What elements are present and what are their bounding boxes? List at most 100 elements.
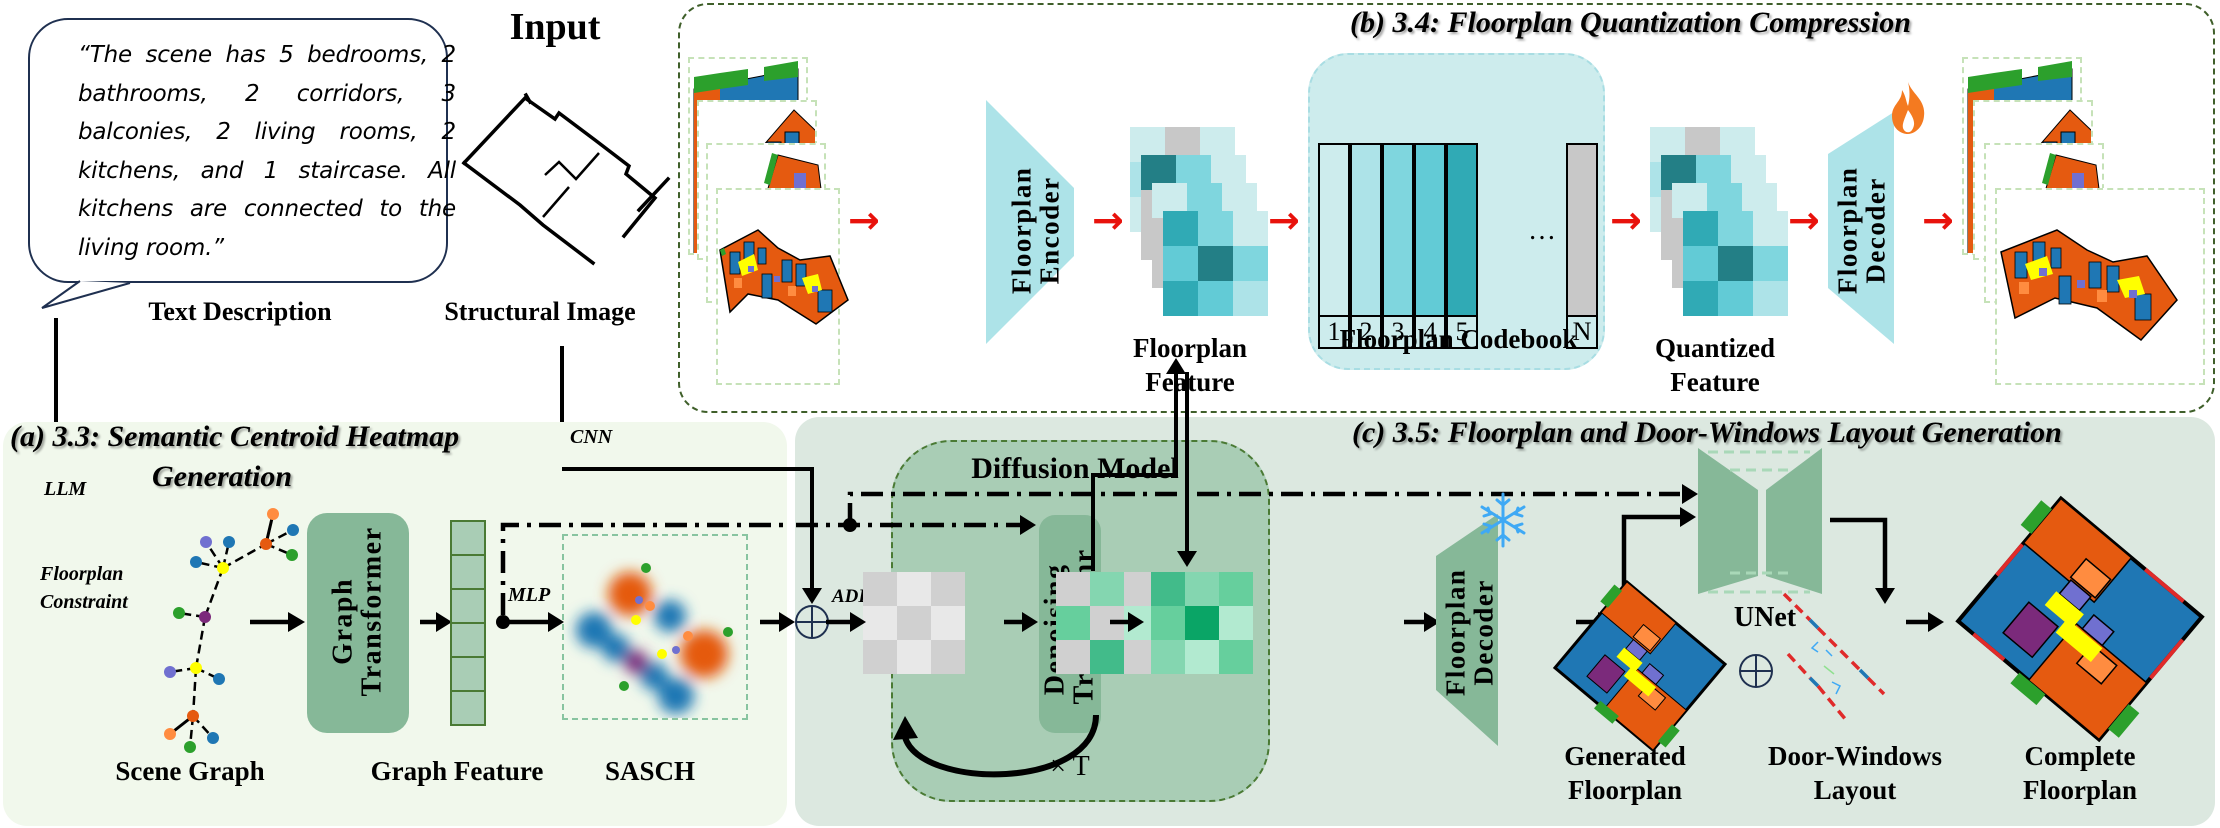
doorwin-line2: Layout [1813, 774, 1897, 805]
grid-cell [1151, 606, 1185, 640]
frozen-decoder-shape [1436, 514, 1498, 746]
grid-cell [1683, 281, 1718, 316]
snowflake-icon [1480, 492, 1526, 548]
door-windows-layout [1782, 592, 1886, 722]
grid-cell [897, 606, 931, 640]
sasch-heatmap [562, 534, 748, 720]
add-operator-icon [795, 605, 829, 639]
feature-label-line1: Floorplan [1132, 333, 1247, 363]
frozen-decoder-label: Floorplan Decoder [1440, 552, 1499, 712]
denoised-grid-3x3 [1056, 572, 1158, 674]
grid-cell [1198, 281, 1233, 316]
graph-feature-cell [452, 624, 484, 658]
complete-line2: Floorplan [2022, 774, 2137, 805]
floorplan-constraint-label: Floorplan Constraint [40, 560, 128, 616]
grid-cell [1753, 246, 1788, 281]
flow-arrow: → [1788, 198, 1820, 242]
frozen-decoder-line1: Floorplan [1440, 568, 1471, 697]
panel-b-title: (b) 3.4: Floorplan Quantization Compress… [1350, 6, 1911, 39]
grid-cell [1151, 640, 1185, 674]
codebook-label: Floorplan Codebook [1339, 324, 1578, 354]
codebook-entry: 1 [1318, 143, 1350, 349]
fire-icon [1892, 82, 1925, 134]
generated-floorplan-label: Generated Floorplan [1540, 740, 1710, 808]
floorplan-card [1995, 188, 2205, 385]
input-title: Input [509, 6, 601, 48]
grid-cell [863, 606, 897, 640]
complete-floorplan [1955, 495, 2205, 743]
codebook-entry: N [1566, 143, 1598, 349]
unet-shape [1698, 448, 1822, 594]
grid-cell [1090, 572, 1124, 606]
grid-cell [1683, 211, 1718, 246]
unet-label: UNet [1733, 602, 1797, 633]
grid-cell [931, 606, 965, 640]
generated-line2: Floorplan [1567, 774, 1682, 805]
grid-cell [1163, 211, 1198, 246]
grid-cell [1185, 572, 1219, 606]
grid-cell [1233, 281, 1268, 316]
llm-label: LLM [44, 478, 87, 500]
add-label: ADD [832, 586, 873, 607]
grid-cell [1185, 640, 1219, 674]
grid-cell [897, 640, 931, 674]
graph-feature-cell [452, 692, 484, 726]
text-description-label: Text Description [148, 297, 332, 326]
grid-cell [1233, 211, 1268, 246]
doorwin-line1: Door-Windows [1767, 741, 1943, 771]
graph-feature-cell [452, 556, 484, 590]
text-description-bubble: “The scene has 5 bedrooms, 2 bathrooms, … [28, 18, 456, 283]
diffusion-model-title: Diffusion Model [971, 452, 1179, 485]
generated-line1: Generated [1564, 741, 1686, 771]
noise-grid-3x3 [863, 572, 965, 674]
feature-layer [1163, 211, 1268, 316]
graph-transformer [307, 513, 409, 733]
codebook-entry-index: 3 [1384, 315, 1412, 347]
codebook-entry-index: 2 [1352, 315, 1380, 347]
encoder-line2: Encoder [1035, 176, 1065, 285]
grid-cell [1219, 572, 1253, 606]
graph-feature-cell [452, 658, 484, 692]
grid-cell [1198, 246, 1233, 281]
plus-operator-icon [1739, 654, 1773, 688]
feature-layer [1683, 211, 1788, 316]
door-windows-label: Door-Windows Layout [1760, 740, 1950, 808]
graph-feature-cell [452, 590, 484, 624]
grid-cell [1185, 606, 1219, 640]
scene-graph [164, 508, 299, 753]
encoder-line1: Floorplan [1006, 166, 1037, 295]
grid-cell [931, 572, 965, 606]
grid-cell [1753, 281, 1788, 316]
codebook-entry: 4 [1414, 143, 1446, 349]
grid-cell [1090, 606, 1124, 640]
codebook-entry-index: 5 [1448, 315, 1476, 347]
generated-floorplan [1552, 579, 1728, 753]
grid-cell [1718, 211, 1753, 246]
codebook-ellipsis: … [1528, 215, 1556, 246]
scene-graph-label: Scene Graph [115, 756, 265, 786]
sasch-label: SASCH [604, 756, 696, 786]
graph-feature-cell [452, 522, 484, 556]
quantized-grid-3x3 [1151, 572, 1253, 674]
flow-arrow: → [1610, 198, 1642, 242]
grid-cell [1233, 246, 1268, 281]
graph-feature-vector [450, 520, 486, 726]
quantized-label-line1: Quantized [1654, 333, 1775, 363]
grid-cell [1163, 246, 1198, 281]
gt-line2: Transformer [357, 526, 388, 697]
grid-cell [897, 572, 931, 606]
grid-cell [1683, 246, 1718, 281]
floorplan-feature-label: Floorplan Feature [1105, 332, 1275, 400]
grid-cell [1090, 640, 1124, 674]
gt-line1: Graph [327, 577, 359, 665]
grid-cell [863, 640, 897, 674]
grid-cell [1151, 572, 1185, 606]
codebook-entry: 2 [1350, 143, 1382, 349]
constraint-line2: Constraint [40, 591, 128, 613]
decoder-line1: Floorplan [1832, 166, 1863, 295]
grid-cell [1056, 572, 1090, 606]
mlp-label: MLP [508, 584, 551, 606]
floorplan-card [716, 188, 849, 385]
